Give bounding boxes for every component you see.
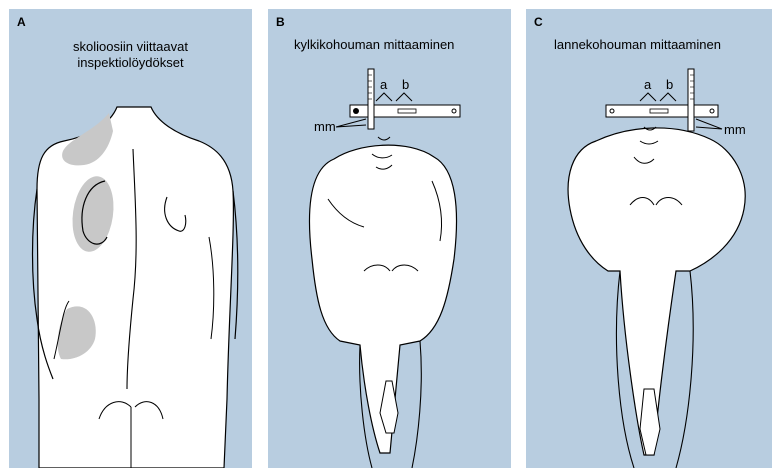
panel-a: A skolioosiin viittaavat inspektiolöydök…	[9, 9, 252, 468]
bracket-b	[396, 93, 412, 101]
scoliometer-bubble	[398, 109, 416, 113]
scoliometer-pivot	[353, 108, 359, 114]
label-mm: mm	[724, 122, 746, 137]
label-a: a	[644, 77, 652, 92]
forward-bend-illustration-c: a b mm	[526, 9, 772, 468]
forward-bend-illustration-b: a b mm	[268, 9, 511, 468]
label-a: a	[380, 77, 388, 92]
scoliometer-end-left	[610, 109, 614, 113]
label-mm: mm	[314, 119, 336, 134]
right-leg	[676, 271, 693, 468]
label-b: b	[666, 77, 673, 92]
scoliometer-bubble	[650, 109, 668, 113]
right-leg	[412, 341, 421, 468]
label-b: b	[402, 77, 409, 92]
neck-fold	[378, 137, 390, 140]
bracket-a	[640, 93, 656, 101]
scoliometer-end	[452, 109, 456, 113]
back-illustration	[9, 9, 252, 468]
bracket-a	[376, 93, 392, 101]
bracket-b	[660, 93, 676, 101]
panel-b: B kylkikohouman mittaaminen	[268, 9, 511, 468]
mm-pointer	[336, 119, 366, 127]
mm-pointer	[696, 119, 722, 129]
scoliometer-end-right	[710, 109, 714, 113]
vertical-ruler	[688, 69, 694, 131]
panel-c: C lannekohouman mittaaminen	[526, 9, 772, 468]
